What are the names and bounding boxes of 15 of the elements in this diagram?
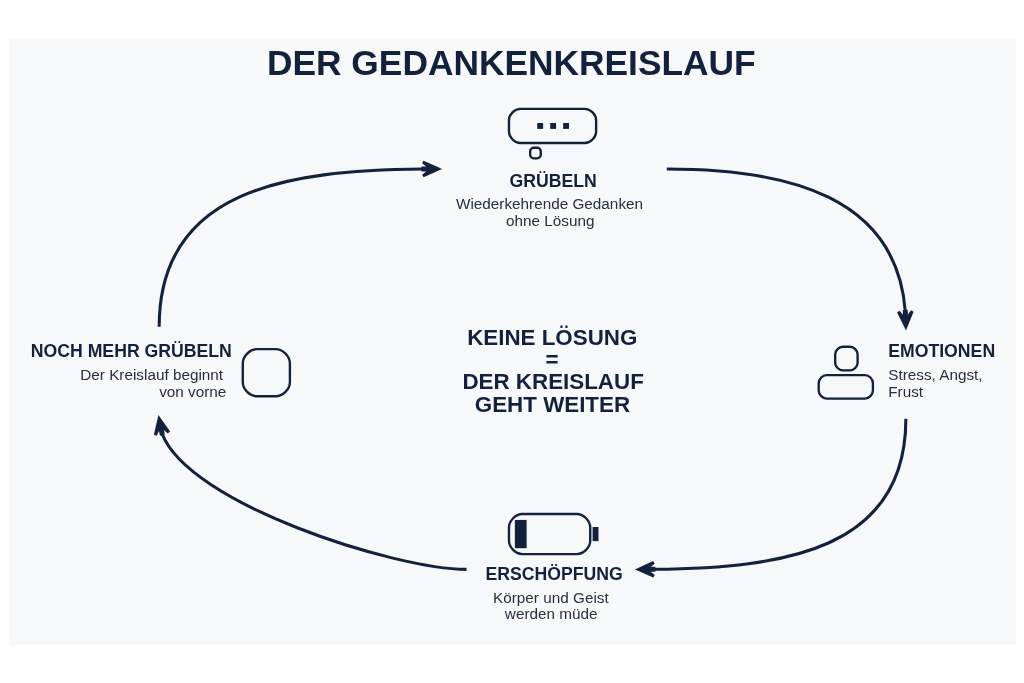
node-label: GRÜBELN <box>509 170 597 191</box>
node-label: Stress, Angst, Frust <box>887 366 983 400</box>
node-label: EMOTIONEN <box>887 341 995 362</box>
node-label: Körper und Geist werden müde <box>492 588 609 623</box>
node-label: Wiederkehrende Gedanken ohne Lösung <box>455 195 643 229</box>
diagram-title: DER GEDANKENKREISLAUF <box>266 42 756 82</box>
label: KEINE LÖSUNG = DER KREISLAUF GEHT WEITER <box>461 324 644 417</box>
arrow <box>636 418 907 578</box>
node-label: Der Kreislauf beginnt von vorne <box>79 366 226 400</box>
node-box <box>241 348 291 398</box>
arrow <box>666 167 914 329</box>
arrow <box>153 417 467 571</box>
node-label: NOCH MEHR GRÜBELN <box>30 341 232 362</box>
node-label: ERSCHÖPFUNG <box>484 564 623 584</box>
arrow <box>157 160 440 327</box>
